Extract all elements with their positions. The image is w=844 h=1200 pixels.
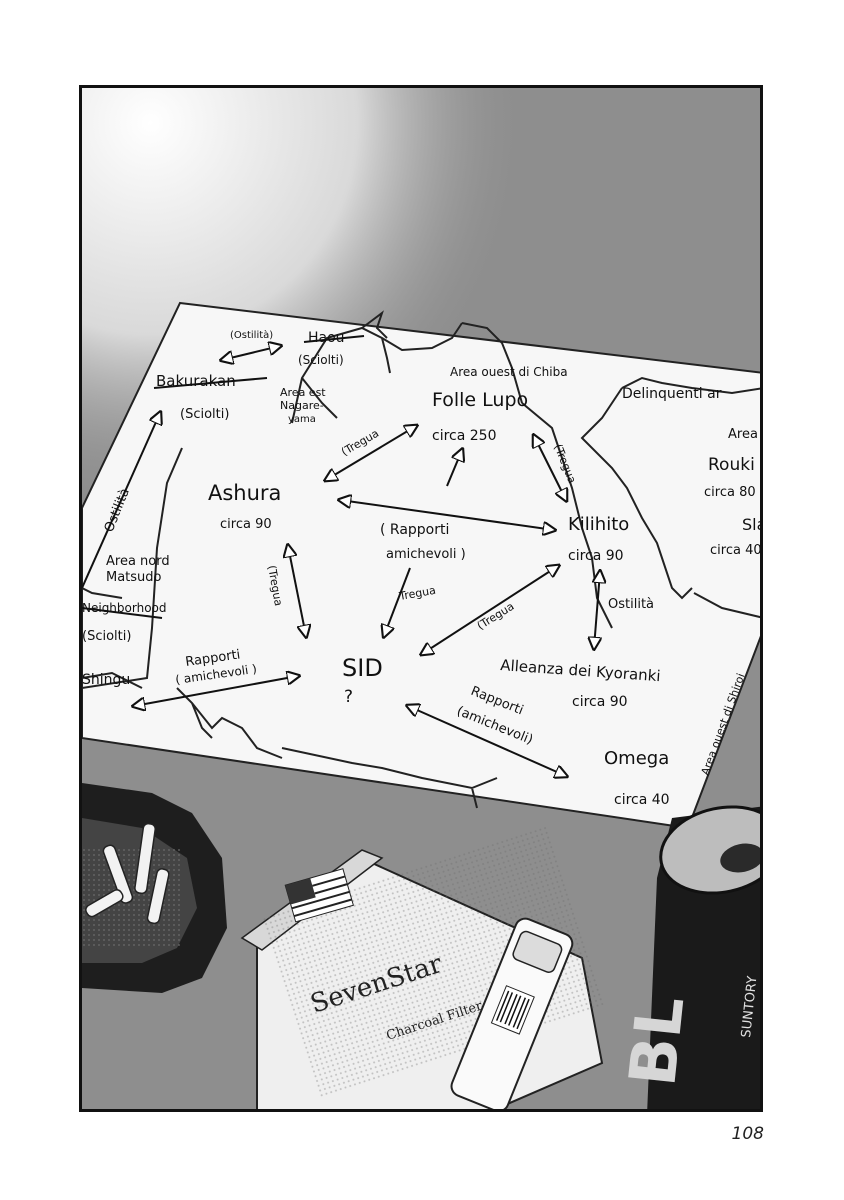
label-east-area: Area: [728, 427, 758, 442]
arrow-ashura-folle: [326, 426, 416, 480]
can-logo: BL: [616, 993, 699, 1090]
label-delinquenti: Delinquenti ar: [622, 386, 722, 402]
label-kilihito: Kilihito: [568, 514, 629, 535]
manga-panel: (Ostilità) Haou (Sciolti) Bakurakan (Sci…: [79, 85, 763, 1112]
can-tab: [720, 843, 760, 873]
flag-logo: [284, 868, 354, 923]
label-haou-status: (Sciolti): [298, 353, 344, 367]
label-area-north-1: Area nord: [106, 554, 170, 569]
panel-scene: (Ostilità) Haou (Sciolti) Bakurakan (Sci…: [82, 88, 763, 1109]
label-tregua-4: Tregua: [397, 584, 437, 603]
label-sla-count: circa 40: [710, 543, 762, 558]
can-top: [659, 805, 760, 895]
arrow-kilihito-sid: [422, 566, 558, 654]
label-area-north-2: Matsudo: [106, 570, 162, 585]
label-ashura-count: circa 90: [220, 517, 272, 532]
label-bakurakan: Bakurakan: [156, 372, 236, 390]
lighter: [450, 917, 574, 1109]
ashtray: [82, 783, 227, 993]
region-lines: [82, 310, 760, 809]
label-alleanza-count: circa 90: [572, 694, 628, 710]
label-area-east-1: Area est: [280, 386, 326, 399]
label-rouki-count: circa 80: [704, 485, 756, 500]
label-rouki: Rouki: [708, 455, 755, 475]
can-brand: SUNTORY: [739, 975, 760, 1038]
label-omega: Omega: [604, 748, 669, 769]
arrow-sid-folle: [446, 450, 462, 487]
arrow-west-hostility: [82, 413, 160, 589]
strike-lines: [82, 335, 365, 619]
label-omega-count: circa 40: [614, 792, 670, 808]
arrow-folle-kilihito: [534, 436, 566, 500]
drink-can: BL SUNTORY: [616, 805, 760, 1109]
label-shingu: Shingu: [82, 672, 130, 688]
cigarette-butts: [85, 822, 170, 925]
label-sid-question: ?: [344, 687, 353, 707]
hand-drawn-map: (Ostilità) Haou (Sciolti) Bakurakan (Sci…: [82, 301, 763, 830]
label-neighborhood-status: (Sciolti): [82, 629, 131, 644]
label-ostilita: Ostilità: [608, 597, 654, 612]
label-area-east-2: Nagare-: [280, 399, 324, 412]
arrow-sid-omega: [408, 706, 566, 776]
relation-arrows: [82, 346, 600, 776]
arrow-top-hostility: [222, 346, 280, 360]
label-haou: Haou: [308, 330, 345, 346]
label-center-rapporti-1: ( Rapporti: [380, 522, 449, 538]
label-area-west-chiba: Area ouest di Chiba: [450, 365, 568, 379]
label-folle-lupo: Folle Lupo: [432, 389, 528, 411]
page-number: 108: [731, 1124, 764, 1144]
arrow-kilihito-kyoranki: [594, 572, 600, 648]
arrow-shingu-sid: [134, 676, 298, 706]
label-bakurakan-status: (Sciolti): [180, 407, 229, 422]
arrow-ashura-sid: [288, 546, 306, 636]
arrow-ashura-kilihito: [340, 500, 554, 530]
label-area-east-3: yama: [288, 414, 316, 425]
label-kilihito-count: circa 90: [568, 548, 624, 564]
label-top-hostility: (Ostilità): [230, 329, 273, 341]
label-folle-lupo-count: circa 250: [432, 428, 496, 444]
label-sid: SID: [342, 654, 383, 682]
label-sla: Sla: [742, 515, 763, 534]
label-ashura: Ashura: [208, 481, 281, 505]
arrow-center-sid: [384, 567, 411, 636]
label-neighborhood: Neighborhood: [82, 601, 167, 615]
label-center-rapporti-2: amichevoli ): [386, 547, 466, 562]
